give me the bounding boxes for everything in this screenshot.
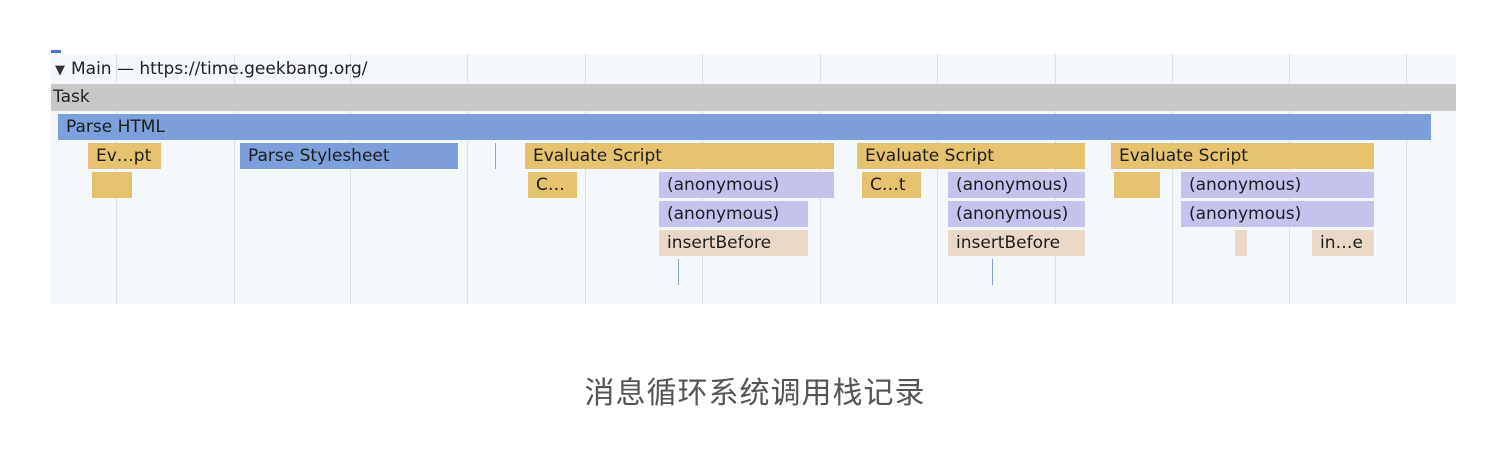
parse-html-bar[interactable]: Parse HTML bbox=[58, 114, 1431, 140]
flame-chart[interactable]: ▼Main — https://time.geekbang.org/ Task … bbox=[51, 54, 1456, 304]
grid-line bbox=[1172, 54, 1173, 304]
thread-label: Main — https://time.geekbang.org/ bbox=[71, 59, 368, 79]
evaluate-script-bar-2[interactable]: Evaluate Script bbox=[857, 143, 1085, 169]
compile-bar-unlabeled[interactable] bbox=[1114, 172, 1160, 198]
evaluate-script-bar-short[interactable]: Ev…pt bbox=[88, 143, 161, 169]
grid-line bbox=[585, 54, 586, 304]
insert-before-bar[interactable]: insertBefore bbox=[659, 230, 808, 256]
selection-accent bbox=[51, 50, 61, 53]
compile-bar-unlabeled[interactable] bbox=[92, 172, 132, 198]
figure-caption: 消息循环系统调用栈记录 bbox=[584, 376, 926, 411]
insert-before-bar-short[interactable]: in…e bbox=[1312, 230, 1374, 256]
insert-before-bar[interactable]: insertBefore bbox=[948, 230, 1085, 256]
thread-header[interactable]: ▼ Main — https://time.geekbang.org/ bbox=[51, 54, 1456, 84]
anonymous-function-bar[interactable]: (anonymous) bbox=[1181, 201, 1374, 227]
grid-line bbox=[234, 54, 235, 304]
grid-line bbox=[350, 54, 351, 304]
evaluate-script-bar-3[interactable]: Evaluate Script bbox=[1111, 143, 1374, 169]
compile-bar-1[interactable]: C… bbox=[528, 172, 577, 198]
event-tick bbox=[495, 143, 496, 169]
anonymous-function-bar[interactable]: (anonymous) bbox=[948, 172, 1085, 198]
task-bar[interactable]: Task bbox=[51, 84, 1456, 111]
event-tick bbox=[992, 259, 993, 285]
grid-line bbox=[1406, 54, 1407, 304]
anonymous-function-bar[interactable]: (anonymous) bbox=[948, 201, 1085, 227]
anonymous-function-bar[interactable]: (anonymous) bbox=[1181, 172, 1374, 198]
grid-line bbox=[937, 54, 938, 304]
event-tick bbox=[678, 259, 679, 285]
anonymous-function-bar[interactable]: (anonymous) bbox=[659, 172, 834, 198]
anonymous-function-bar[interactable]: (anonymous) bbox=[659, 201, 808, 227]
compile-bar-2[interactable]: C…t bbox=[862, 172, 921, 198]
grid-line bbox=[467, 54, 468, 304]
collapse-triangle-icon[interactable]: ▼ bbox=[55, 63, 65, 78]
insert-before-bar-narrow[interactable] bbox=[1235, 230, 1247, 256]
evaluate-script-bar-1[interactable]: Evaluate Script bbox=[525, 143, 834, 169]
parse-stylesheet-bar[interactable]: Parse Stylesheet bbox=[240, 143, 458, 169]
